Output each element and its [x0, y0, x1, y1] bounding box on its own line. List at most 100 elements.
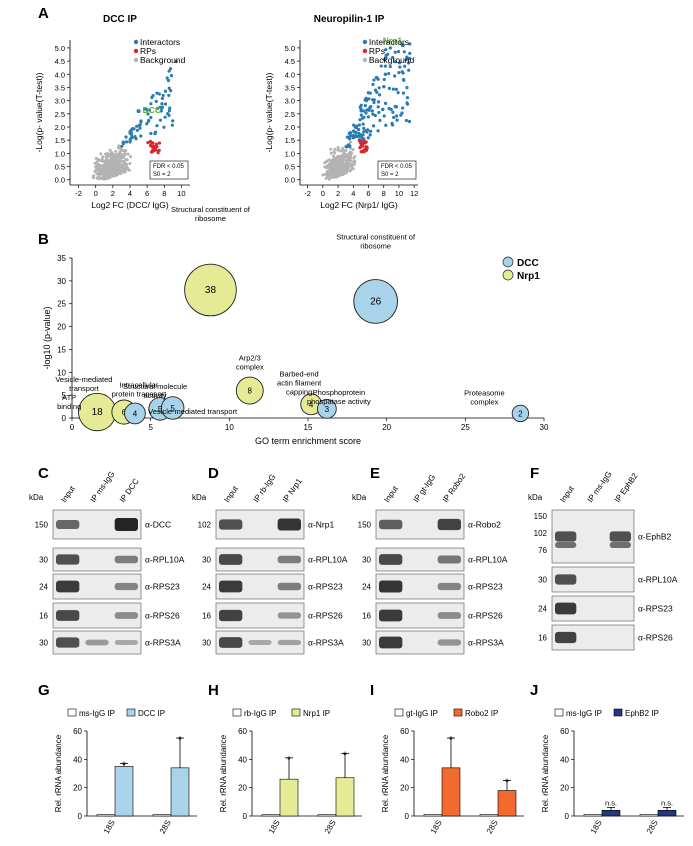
bubble-label: capping — [286, 387, 312, 396]
lane-label: IP ms-IgG — [586, 470, 614, 505]
bar-control — [317, 814, 337, 817]
point-interactor — [168, 67, 173, 71]
point-background — [329, 175, 333, 179]
blot-band — [219, 554, 243, 565]
bubble-count: 4 — [309, 400, 314, 409]
point-interactor — [371, 112, 375, 116]
point-interactor — [372, 100, 376, 105]
antibody-label: α-RPS23 — [308, 582, 343, 592]
panel-label-g: G — [38, 682, 50, 699]
point-interactor — [145, 122, 149, 126]
point-interactor — [364, 96, 368, 100]
point-background — [97, 158, 101, 162]
point-interactor — [400, 111, 404, 115]
kda-label: kDa — [352, 493, 367, 502]
lane-label: IP gt-IgG — [412, 473, 438, 504]
y-tick-label: 15 — [57, 345, 66, 354]
y-tick-label: 1.0 — [55, 149, 65, 158]
y-tick-label: 60 — [400, 727, 409, 736]
point-rp — [156, 149, 160, 153]
mw-marker: 30 — [202, 639, 211, 648]
point-background — [105, 164, 109, 168]
point-background — [347, 155, 351, 159]
s0-text: S0 = 2 — [153, 172, 171, 178]
antibody-label: α-RPL10A — [308, 555, 348, 565]
bubble-label: ribosome — [360, 241, 391, 250]
point-interactor — [369, 105, 373, 109]
bubble-label: Proteasome — [464, 388, 504, 397]
point-background — [342, 152, 346, 156]
bar-ip — [170, 767, 190, 817]
x-tick-label: 2 — [336, 189, 340, 198]
point-interactor — [130, 135, 134, 140]
panel-label-a: A — [38, 5, 49, 22]
point-background — [119, 170, 123, 174]
significance-label: * — [449, 735, 453, 746]
point-background — [129, 155, 133, 159]
kda-label: kDa — [29, 493, 44, 502]
blot-band — [277, 612, 301, 619]
point-interactor — [387, 86, 391, 90]
point-background — [96, 162, 100, 166]
point-interactor — [135, 128, 139, 132]
bar-control — [423, 814, 443, 817]
point-rp — [364, 140, 368, 144]
point-background — [339, 163, 343, 167]
point-interactor — [169, 89, 173, 93]
point-interactor — [128, 130, 132, 134]
point-interactor — [365, 130, 369, 134]
point-interactor — [160, 102, 164, 106]
x-tick-label: 4 — [128, 189, 132, 198]
point-interactor — [168, 106, 172, 110]
mw-marker: 150 — [534, 512, 548, 521]
legend-swatch — [613, 708, 623, 717]
antibody-label: α-Nrp1 — [308, 520, 334, 530]
point-interactor — [147, 108, 152, 112]
point-rp — [152, 146, 157, 150]
blot-band — [437, 582, 461, 591]
point-interactor — [352, 135, 356, 139]
point-interactor — [376, 105, 380, 109]
blot-band — [85, 639, 109, 646]
point-background — [116, 171, 120, 175]
bubble-count: 5 — [170, 404, 175, 413]
blot-band — [219, 637, 243, 648]
point-interactor — [348, 130, 353, 135]
point-interactor — [124, 135, 128, 139]
point-interactor — [133, 134, 137, 139]
legend-label: gt-IgG IP — [406, 709, 438, 718]
point-interactor — [361, 116, 365, 120]
point-background — [118, 166, 122, 170]
x-tick-label: 18S — [267, 819, 282, 836]
blot-band — [555, 602, 577, 615]
x-tick-label: 8 — [162, 189, 166, 198]
point-interactor — [344, 145, 348, 149]
significance-label: * — [178, 735, 182, 746]
point-interactor — [391, 87, 395, 91]
x-tick-label: 4 — [351, 189, 355, 198]
antibody-label: α-RPS26 — [145, 611, 180, 621]
point-interactor — [170, 123, 174, 127]
blot-band — [555, 631, 577, 644]
blot-band — [114, 582, 138, 591]
legend-label: DCC — [517, 258, 539, 269]
bubble-dcc — [511, 404, 530, 423]
y-tick-label: 5 — [62, 391, 67, 400]
point-background — [111, 162, 115, 166]
point-interactor — [377, 86, 381, 90]
bar-control — [583, 814, 603, 817]
point-background — [102, 173, 106, 177]
point-background — [327, 163, 331, 167]
point-interactor — [162, 125, 166, 129]
point-rp — [149, 144, 153, 148]
point-background — [329, 147, 333, 151]
bubble-count: 18 — [92, 407, 104, 418]
mw-marker: 30 — [538, 576, 547, 585]
point-interactor — [157, 92, 161, 96]
point-interactor — [147, 118, 151, 123]
point-background — [114, 163, 118, 167]
point-interactor — [159, 109, 163, 113]
y-tick-label: 1.0 — [285, 149, 295, 158]
x-tick-label: 15 — [304, 423, 313, 432]
